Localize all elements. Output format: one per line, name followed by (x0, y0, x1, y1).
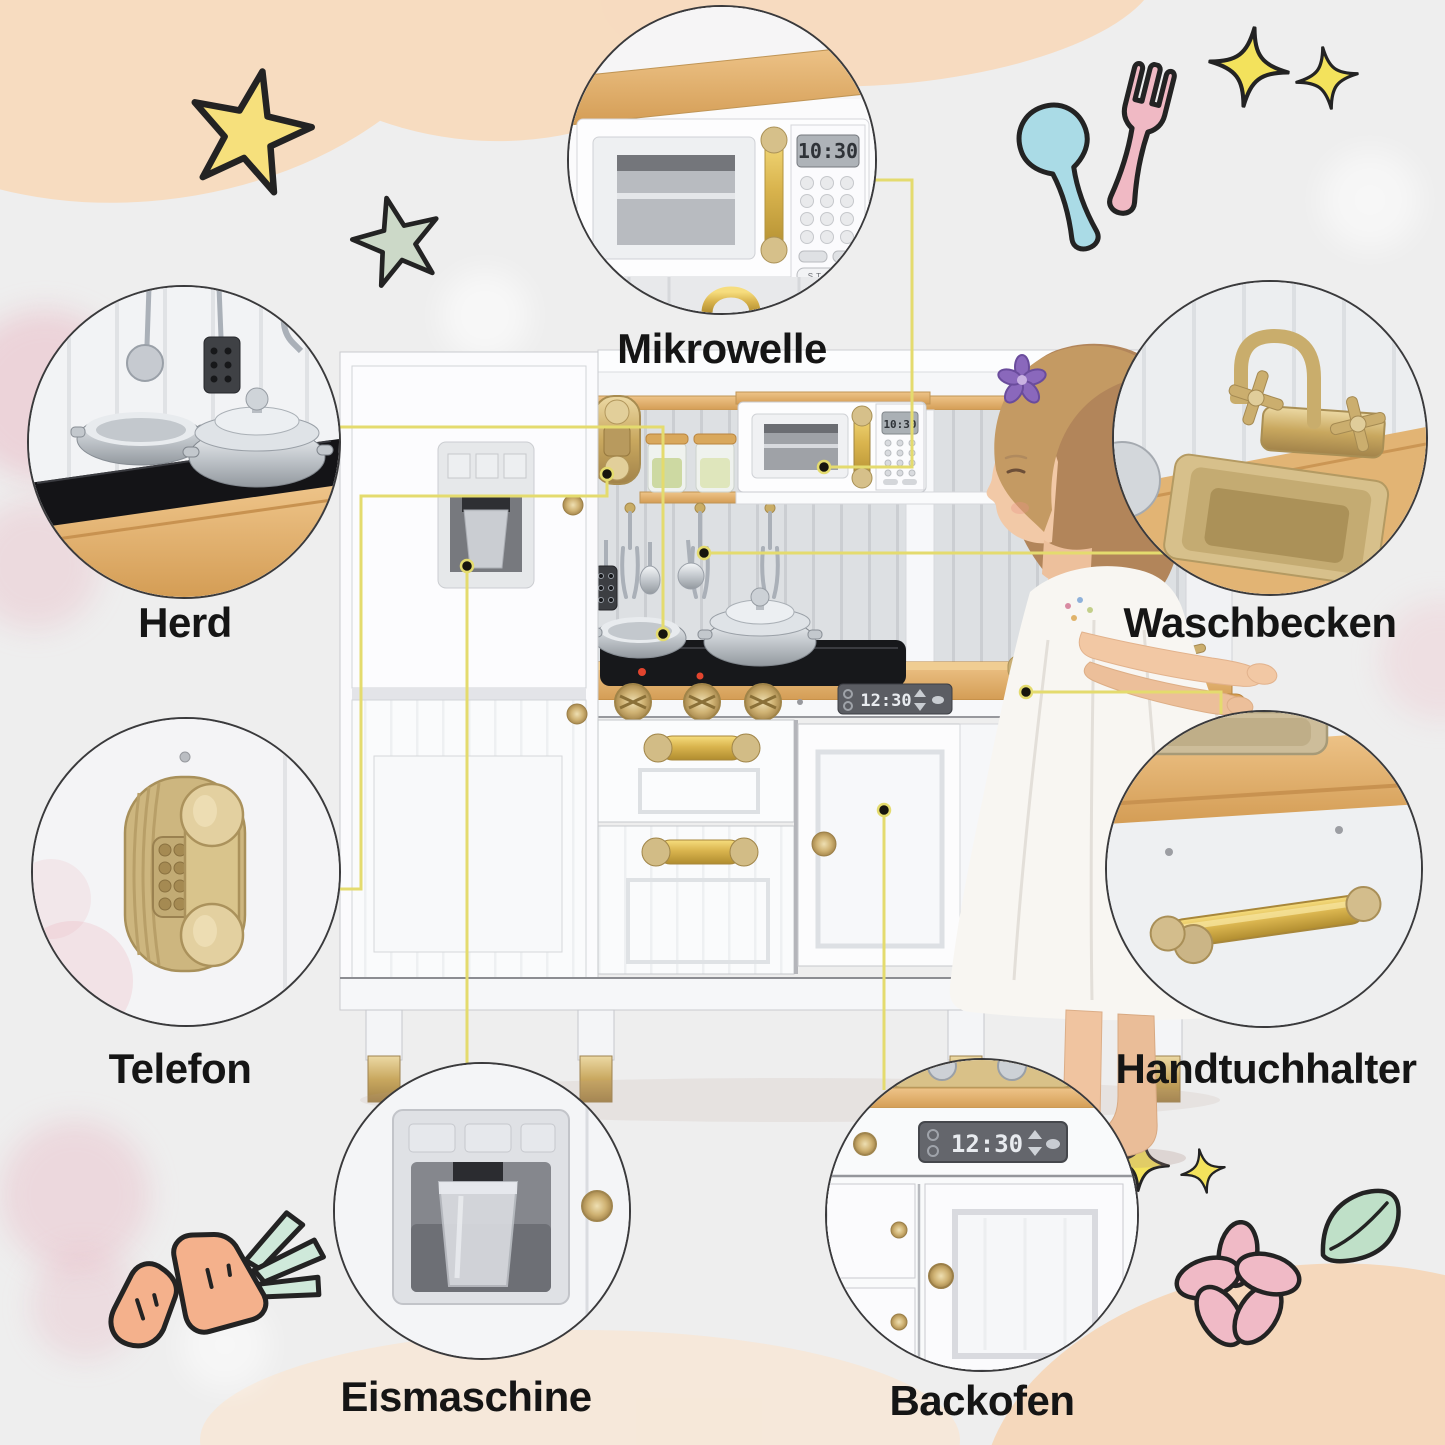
bokeh (440, 270, 530, 360)
microwave-clock-zoom: 10:30 (798, 139, 858, 163)
zoom-faucet (1228, 328, 1386, 459)
label-herd: Herd (138, 599, 232, 646)
oven-display: 12:30 (837, 683, 953, 715)
label-telefon: Telefon (108, 1045, 252, 1092)
callout-circle-telefon (31, 717, 341, 1027)
sparkle-icon (1294, 45, 1360, 111)
microwave-clock: 10:30 (883, 418, 916, 431)
toy-phone (593, 395, 641, 485)
zoom-pot (182, 387, 334, 488)
star-icon (191, 68, 315, 196)
stove-knobs (614, 683, 782, 721)
zoom-ice-dispenser (392, 1109, 570, 1305)
zoom-sink (1163, 453, 1390, 586)
zoom-phone (123, 775, 247, 973)
spoon-icon (1016, 102, 1101, 252)
fork-icon (1107, 61, 1177, 216)
oven-clock: 12:30 (860, 691, 911, 711)
oven-clock-zoom: 12:30 (951, 1130, 1023, 1158)
carrot-icon (108, 1210, 326, 1349)
callout-circle-mikrowelle: 10:30 START (567, 5, 877, 315)
ice-dispenser (437, 441, 535, 589)
sparkle-icon (1207, 25, 1291, 109)
label-handtuchhalter: Handtuchhalter (1115, 1045, 1417, 1092)
dress-embroidery (1065, 597, 1093, 621)
bokeh (1320, 150, 1420, 250)
leaf-icon (1320, 1188, 1401, 1264)
zoom-towel-bar (1149, 885, 1382, 965)
callout-circle-waschbecken (1112, 280, 1428, 596)
callout-circle-herd (27, 285, 341, 599)
label-waschbecken: Waschbecken (1123, 599, 1397, 646)
label-backofen: Backofen (889, 1377, 1075, 1424)
hair-flower (997, 354, 1047, 404)
flower-icon (1174, 1220, 1302, 1348)
callout-circle-backofen: 12:30 (825, 1058, 1139, 1372)
star-icon (349, 195, 439, 288)
label-mikrowelle: Mikrowelle (617, 325, 827, 372)
label-eismaschine: Eismaschine (340, 1373, 592, 1420)
bokeh (0, 1120, 150, 1270)
callout-circle-eismaschine (333, 1062, 631, 1360)
zoom-oven-display: 12:30 (918, 1121, 1068, 1163)
sparkle-icon (1180, 1148, 1226, 1194)
callout-circle-handtuchhalter (1105, 710, 1423, 1028)
fridge-tower (339, 351, 599, 979)
